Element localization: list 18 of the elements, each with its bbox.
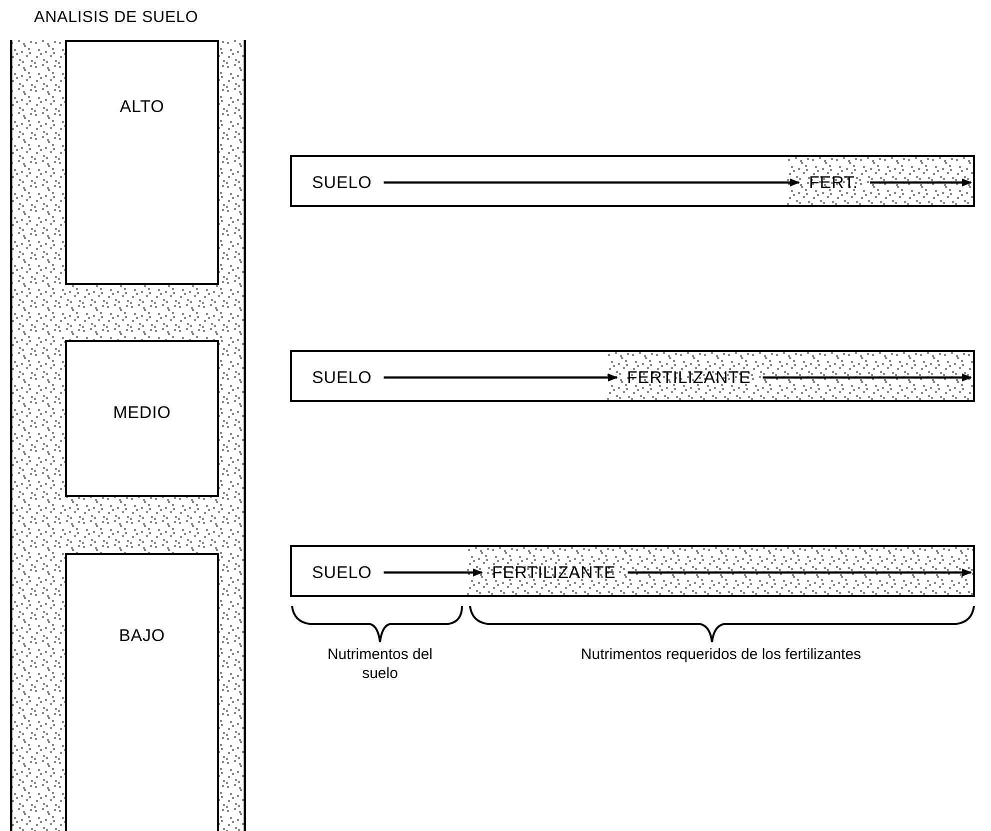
- segment-label: SUELO: [312, 369, 372, 386]
- level-box: MEDIO: [65, 340, 219, 497]
- brace-label: Nutrimentos del suelo: [326, 646, 434, 684]
- arrow: [384, 374, 618, 382]
- nutrient-bar: [290, 155, 975, 207]
- segment-label: SUELO: [312, 564, 372, 581]
- segment-label: SUELO: [312, 174, 372, 191]
- brace-label: Nutrimentos requeridos de los fertilizantes: [580, 646, 862, 665]
- level-box: ALTO: [65, 40, 219, 285]
- arrow: [384, 178, 800, 186]
- segment-label: FERTILIZANTE: [627, 369, 751, 386]
- segment-label: FERT.: [809, 174, 858, 191]
- nutrient-bar: [290, 350, 975, 402]
- nutrient-bar: [290, 545, 975, 597]
- segment-label: FERTILIZANTE: [492, 564, 616, 581]
- diagram-title: ANALISIS DE SUELO: [34, 8, 198, 28]
- arrow: [384, 568, 483, 576]
- level-box: BAJO: [65, 553, 219, 831]
